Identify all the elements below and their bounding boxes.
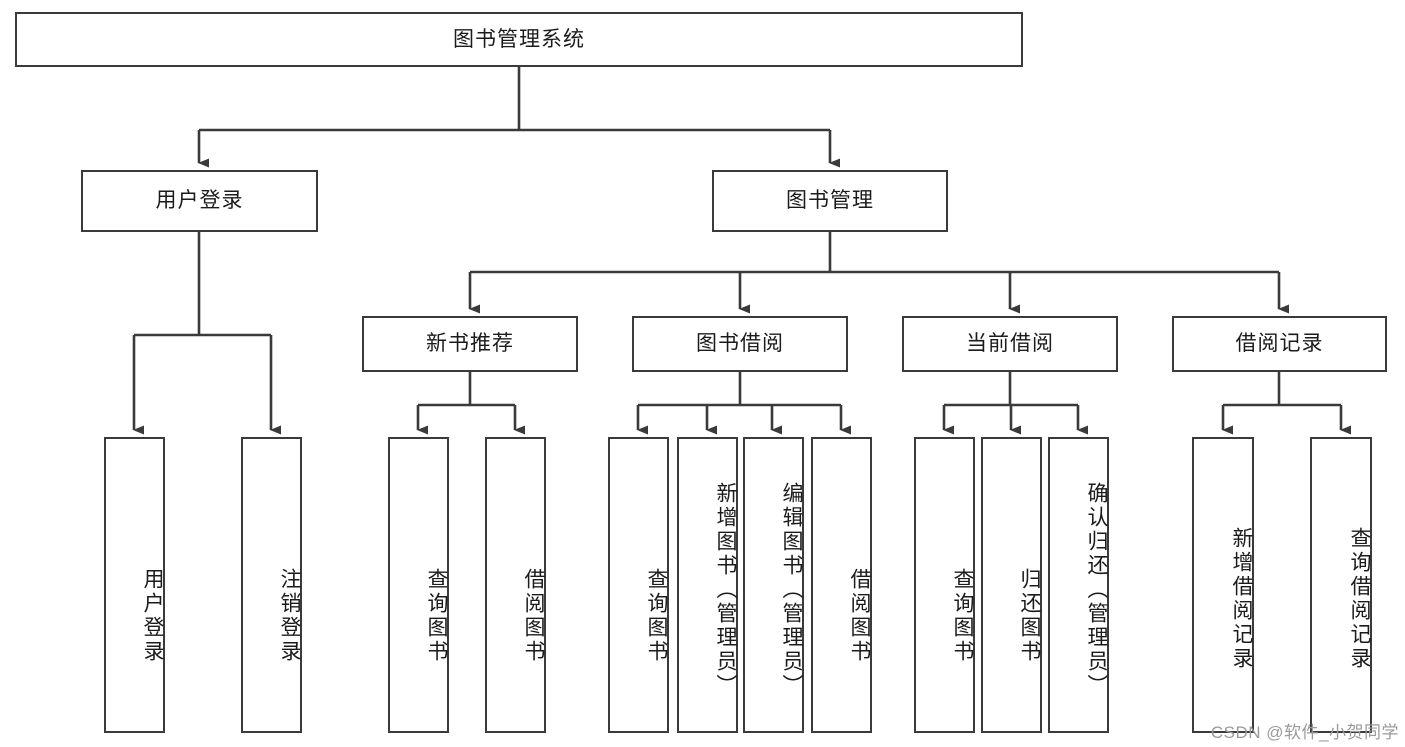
leaf-confirm-return-admin[interactable]: 确认归还（管理员） [1048,437,1109,733]
node-label: 查询图书 [425,568,448,664]
leaf-return-book[interactable]: 归还图书 [981,437,1042,733]
node-label: 图书管理 [786,189,874,213]
node-user-login[interactable]: 用户登录 [81,170,318,232]
node-label: 注销登录 [278,568,301,664]
node-book-borrow[interactable]: 图书借阅 [632,316,848,372]
node-label: 图书借阅 [696,332,784,356]
node-book-management[interactable]: 图书管理 [712,170,948,232]
node-label: 用户登录 [141,568,164,664]
node-current-borrow[interactable]: 当前借阅 [902,316,1118,372]
leaf-borrow-book[interactable]: 借阅图书 [811,437,872,733]
node-label: 借阅记录 [1235,332,1324,356]
node-borrow-record[interactable]: 借阅记录 [1172,316,1387,372]
leaf-query-borrow-record[interactable]: 查询借阅记录 [1310,437,1372,733]
leaf-query-book-current[interactable]: 查询图书 [914,437,975,733]
node-label: 新书推荐 [426,332,514,356]
node-label: 查询借阅记录 [1348,527,1371,671]
node-label: 查询图书 [951,568,974,664]
node-label: 借阅图书 [848,568,871,664]
node-label: 图书管理系统 [453,27,585,51]
node-label: 编辑图书（管理员） [780,482,803,698]
node-label: 确认归还（管理员） [1085,482,1108,698]
node-label: 新增图书（管理员） [714,482,737,698]
leaf-borrow-book-newbook[interactable]: 借阅图书 [485,437,546,733]
node-label: 用户登录 [155,189,244,213]
leaf-add-borrow-record[interactable]: 新增借阅记录 [1192,437,1254,733]
node-label: 当前借阅 [966,332,1054,356]
node-label: 归还图书 [1018,568,1041,664]
node-label: 借阅图书 [522,568,545,664]
leaf-user-login[interactable]: 用户登录 [104,437,165,733]
leaf-add-book-admin[interactable]: 新增图书（管理员） [677,437,738,733]
watermark-text: CSDN @软件_小贺同学 [1210,723,1399,742]
leaf-logout-login[interactable]: 注销登录 [241,437,302,733]
node-label: 查询图书 [645,568,668,664]
node-new-book-recommend[interactable]: 新书推荐 [362,316,578,372]
node-root-system[interactable]: 图书管理系统 [15,12,1023,67]
leaf-query-book-borrow[interactable]: 查询图书 [608,437,669,733]
leaf-edit-book-admin[interactable]: 编辑图书（管理员） [743,437,804,733]
node-label: 新增借阅记录 [1230,527,1253,671]
leaf-query-book-newbook[interactable]: 查询图书 [388,437,449,733]
